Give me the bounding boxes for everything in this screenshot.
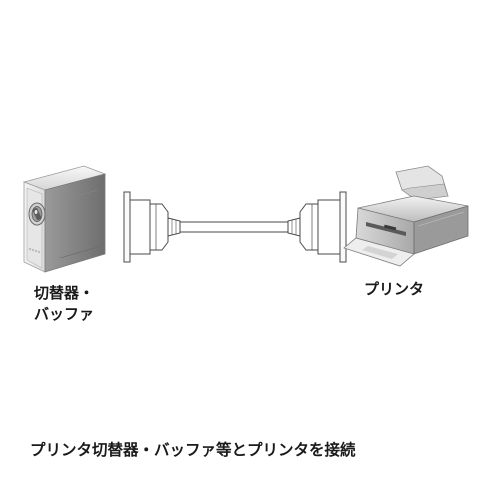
printer-label: プリンタ [364,280,425,298]
switch-buffer-label-line2: バッファ [34,305,95,323]
left-connector-flange [123,191,131,263]
left-connector-shell [129,199,151,255]
switch-buffer-box-icon [22,165,107,273]
diagram-caption: プリンタ切替器・バッファ等とプリンタを接続 [30,441,356,459]
right-connector-hood [299,203,319,251]
right-strain-relief [287,217,301,237]
switch-buffer-label: 切替器・ バッファ [34,283,94,325]
right-connector-flange [339,191,347,263]
centronics-parallel-cable-icon [123,191,347,263]
left-connector-hood [149,203,169,251]
left-strain-relief [167,217,181,237]
selector-knob-icon [28,202,46,226]
right-connector-shell [317,199,341,255]
cable-body [179,221,289,233]
indicator-lights-icon [28,247,41,254]
inkjet-printer-icon [343,165,469,267]
switch-buffer-label-line1: 切替器・ [34,284,95,302]
